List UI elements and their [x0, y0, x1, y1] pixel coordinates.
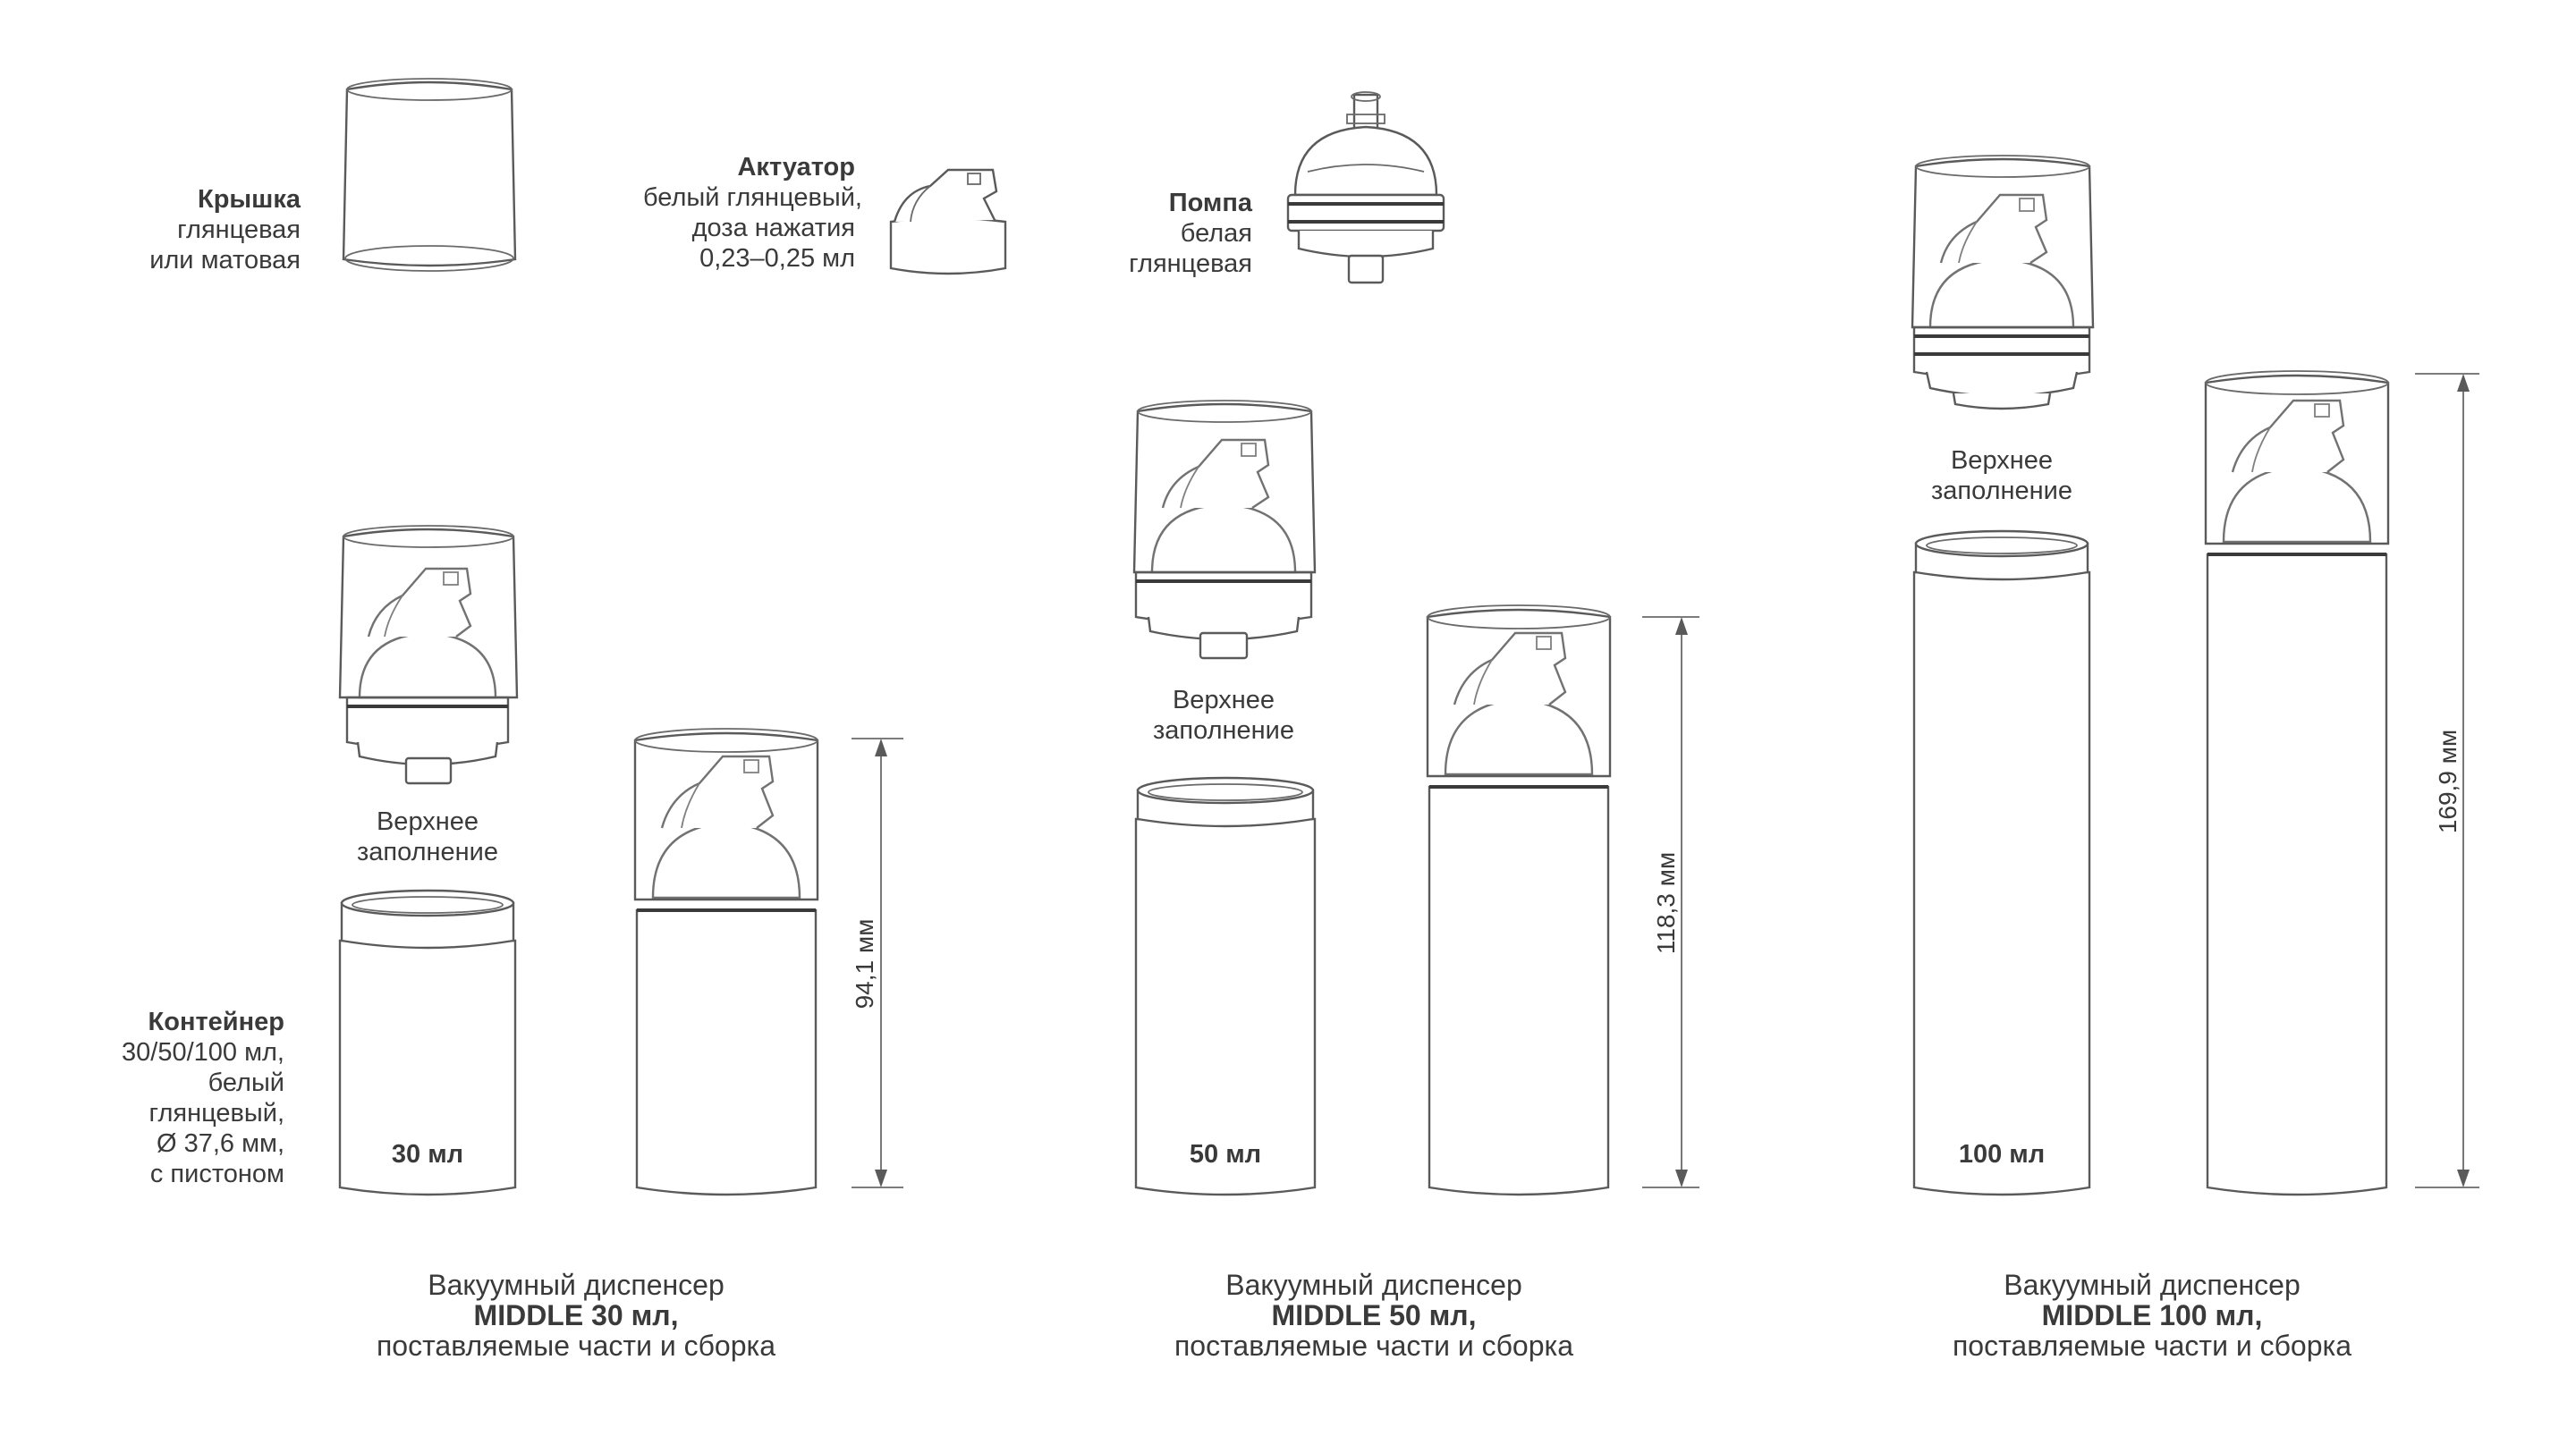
volume-label-30: 30 мл — [392, 1140, 463, 1169]
dimension-30: 94,1 мм — [851, 738, 903, 1188]
svg-text:30/50/100 мл,: 30/50/100 мл, — [122, 1038, 284, 1067]
svg-text:0,23–0,25 мл: 0,23–0,25 мл — [699, 244, 855, 273]
container-100: 100 мл — [1912, 529, 2091, 1196]
svg-text:поставляемые части и сборка: поставляемые части и сборка — [1174, 1330, 1573, 1362]
svg-text:заполнение: заполнение — [357, 838, 498, 866]
pump-drawing — [1286, 91, 1445, 284]
caption-50: Вакуумный диспенсер MIDDLE 50 мл, постав… — [1174, 1269, 1573, 1362]
assembled-dispenser-100 — [2204, 370, 2390, 1196]
height-label-50: 118,3 мм — [1652, 852, 1680, 954]
assembled-dispenser-30 — [633, 728, 819, 1196]
height-label-30: 94,1 мм — [851, 919, 878, 1009]
svg-text:поставляемые части и сборка: поставляемые части и сборка — [1953, 1330, 2351, 1362]
svg-text:заполнение: заполнение — [1931, 477, 2072, 505]
height-label-100: 169,9 мм — [2434, 730, 2462, 833]
svg-text:глянцевая: глянцевая — [177, 215, 301, 244]
volume-label-50: 50 мл — [1190, 1140, 1261, 1169]
svg-text:доза нажатия: доза нажатия — [692, 214, 855, 242]
svg-text:с пистоном: с пистоном — [150, 1160, 284, 1188]
head-assembly-50 — [1132, 400, 1317, 660]
container-30: 30 мл — [338, 889, 517, 1196]
svg-text:Верхнее: Верхнее — [1173, 686, 1275, 714]
svg-text:глянцевая: глянцевая — [1129, 249, 1252, 278]
caption-100: Вакуумный диспенсер MIDDLE 100 мл, поста… — [1953, 1269, 2351, 1362]
svg-text:глянцевый,: глянцевый, — [149, 1099, 285, 1128]
model-name-100: MIDDLE 100 мл, — [2042, 1299, 2263, 1331]
actuator-title: Актуатор — [737, 153, 855, 182]
container-title: Контейнер — [148, 1008, 284, 1036]
svg-text:Вакуумный диспенсер: Вакуумный диспенсер — [428, 1269, 724, 1301]
svg-text:белый: белый — [208, 1069, 284, 1097]
head-assembly-30 — [338, 525, 519, 785]
dimension-100: 169,9 мм — [2415, 373, 2479, 1188]
container-label: Контейнер 30/50/100 мл, белый глянцевый,… — [122, 1008, 284, 1188]
svg-text:Вакуумный диспенсер: Вакуумный диспенсер — [1225, 1269, 1522, 1301]
container-50: 50 мл — [1134, 776, 1317, 1196]
pump-title: Помпа — [1169, 189, 1253, 217]
caption-30: Вакуумный диспенсер MIDDLE 30 мл, постав… — [377, 1269, 775, 1362]
svg-text:или матовая: или матовая — [149, 246, 301, 275]
cap-label: Крышка глянцевая или матовая — [149, 185, 301, 275]
top-fill-label-50: Верхнее заполнение — [1153, 686, 1294, 745]
svg-text:Верхнее: Верхнее — [1951, 446, 2053, 475]
top-fill-label-100: Верхнее заполнение — [1931, 446, 2072, 505]
model-name-30: MIDDLE 30 мл, — [474, 1299, 679, 1331]
actuator-label: Актуатор белый глянцевый, доза нажатия 0… — [643, 153, 862, 273]
svg-text:заполнение: заполнение — [1153, 716, 1294, 745]
head-assembly-100 — [1911, 155, 2095, 410]
svg-text:поставляемые части и сборка: поставляемые части и сборка — [377, 1330, 775, 1362]
svg-text:белая: белая — [1181, 219, 1252, 248]
dimension-50: 118,3 мм — [1642, 616, 1699, 1188]
model-name-50: MIDDLE 50 мл, — [1272, 1299, 1477, 1331]
assembled-dispenser-50 — [1426, 604, 1612, 1196]
cap-title: Крышка — [198, 185, 301, 214]
cap-drawing — [342, 78, 517, 272]
svg-text:Верхнее: Верхнее — [377, 807, 479, 836]
svg-text:Вакуумный диспенсер: Вакуумный диспенсер — [2004, 1269, 2301, 1301]
svg-text:Ø 37,6 мм,: Ø 37,6 мм, — [157, 1129, 284, 1158]
volume-label-100: 100 мл — [1959, 1140, 2045, 1169]
top-fill-label-30: Верхнее заполнение — [357, 807, 498, 866]
actuator-drawing — [889, 168, 1007, 275]
svg-text:белый глянцевый,: белый глянцевый, — [643, 183, 862, 212]
pump-label: Помпа белая глянцевая — [1129, 189, 1253, 278]
